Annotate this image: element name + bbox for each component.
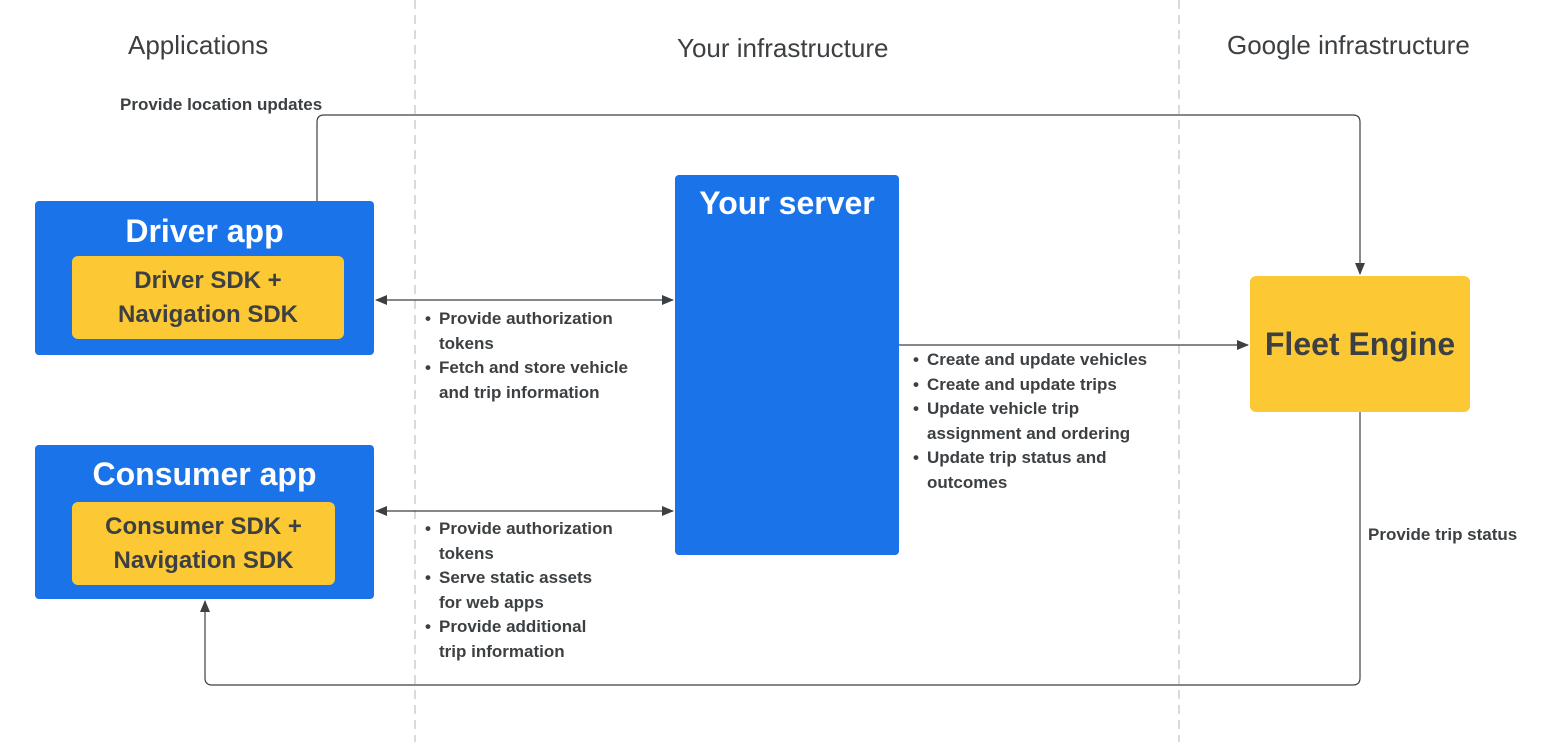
list-item: Update trip status and outcomes [913,446,1147,495]
list-item-text: for web apps [439,592,544,612]
list-item-text: Provide additional [439,617,587,636]
list-item: Create and update trips [913,373,1147,398]
server-fleet-list: Create and update vehiclesCreate and upd… [913,348,1147,495]
list-item: Provide authorization tokens [425,307,628,356]
list-item-text: Update vehicle trip [927,399,1080,418]
list-item: Provide additional trip information [425,615,613,664]
column-title-your-infrastructure: Your infrastructure [677,33,889,63]
list-item-text: assignment and ordering [927,423,1131,443]
driver-sdk-line-1: Driver SDK + [134,266,282,294]
driver-sdk-box: Driver SDK + Navigation SDK [72,256,344,339]
consumer-sdk-box: Consumer SDK + Navigation SDK [72,502,335,585]
list-item-text: tokens [439,543,494,563]
list-item: Create and update vehicles [913,348,1147,373]
driver-server-list: Provide authorization tokensFetch and sto… [425,307,628,405]
list-item-text: Fetch and store vehicle [439,358,628,377]
list-item-text: trip information [439,641,565,661]
column-title-applications: Applications [128,30,269,60]
fleet-engine-box: Fleet Engine [1250,276,1470,412]
list-item-text: Create and update vehicles [927,350,1148,369]
list-item: Update vehicle trip assignment and orderi… [913,397,1147,446]
list-item-text: and trip information [439,382,600,402]
your-server-title: Your server [699,185,875,221]
list-item-text: outcomes [927,472,1008,492]
consumer-sdk-line-2: Navigation SDK [113,546,294,574]
your-server-box: Your server [675,175,899,555]
driver-sdk-line-2: Navigation SDK [117,300,299,328]
label-location-updates: Provide location updates [120,95,323,114]
list-item-text: Provide authorization [439,519,613,538]
list-item-text: Provide authorization [439,309,613,328]
list-item-text: tokens [439,333,494,353]
consumer-server-list: Provide authorization tokensServe static … [425,517,613,664]
list-item: Provide authorization tokens [425,517,613,566]
trip-status-connector [200,412,1361,686]
label-trip-status: Provide trip status [1368,525,1518,544]
list-item: Fetch and store vehicle and trip informat… [425,356,628,405]
list-item-text: Create and update trips [927,374,1117,394]
driver-app-box: Driver app Driver SDK + Navigation SDK [35,201,374,355]
list-item: Serve static assets for web apps [425,566,613,615]
consumer-app-title: Consumer app [92,456,317,492]
consumer-sdk-line-1: Consumer SDK + [105,512,302,540]
location-updates-connector [316,114,1365,275]
list-item-text: Serve static assets [439,568,593,587]
consumer-app-box: Consumer app Consumer SDK + Navigation S… [35,445,374,599]
list-item-text: Update trip status and [927,448,1107,467]
driver-app-title: Driver app [125,213,284,249]
column-title-google-infrastructure: Google infrastructure [1227,30,1470,60]
fleet-engine-title: Fleet Engine [1264,325,1456,362]
